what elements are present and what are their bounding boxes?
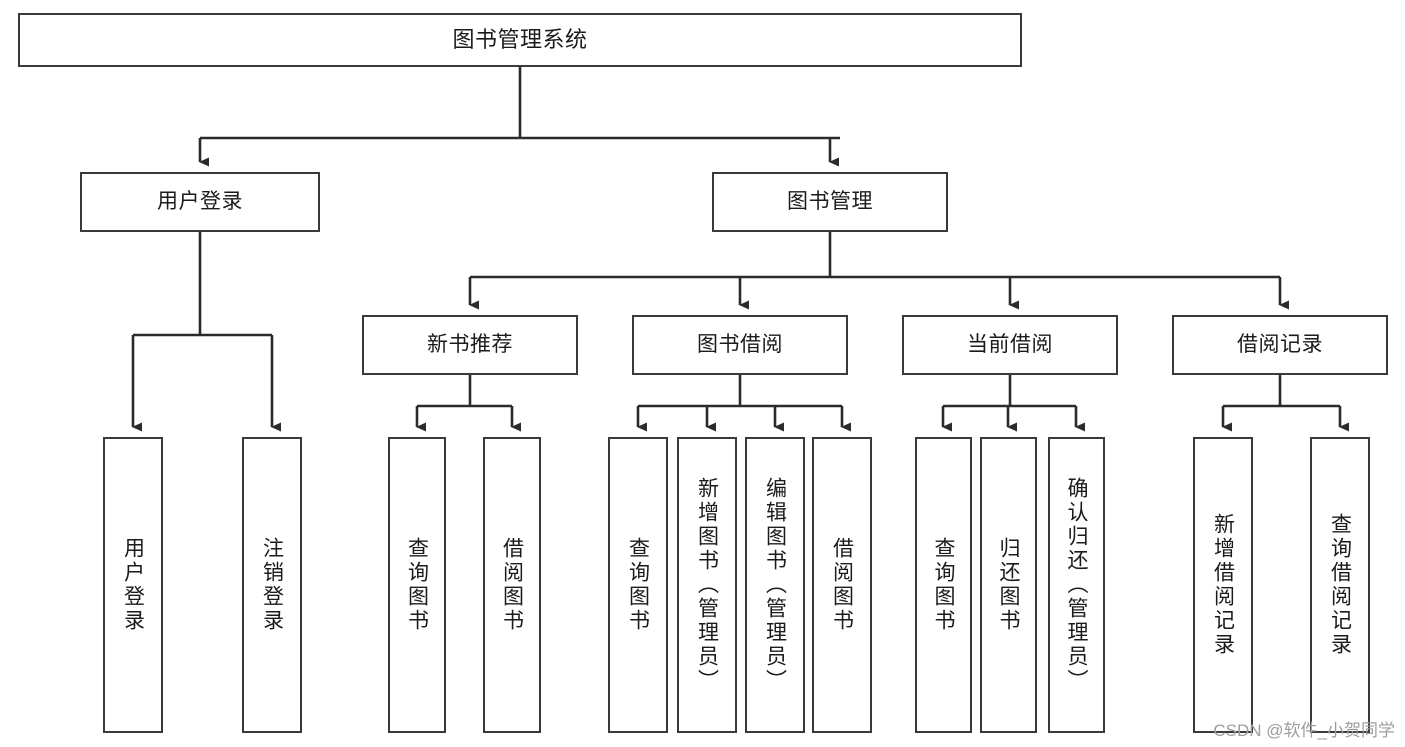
node-leaf-user-login[interactable]: 用户登录 — [103, 437, 163, 733]
node-leaf-add-borrow-record-label: 新增借阅记录 — [1211, 513, 1235, 657]
node-leaf-add-book-admin-label: 新增图书（管理员） — [695, 477, 719, 693]
node-leaf-query-book-3-label: 查询图书 — [932, 537, 956, 633]
edges-bookborrow-to-leaves — [636, 375, 851, 432]
edges-borrowrecord-to-leaves — [1221, 375, 1349, 432]
node-new-book-recommend-label: 新书推荐 — [427, 332, 513, 356]
node-user-login[interactable]: 用户登录 — [80, 172, 320, 232]
node-leaf-borrow-book-2[interactable]: 借阅图书 — [812, 437, 872, 733]
node-leaf-query-borrow-record-label: 查询借阅记录 — [1328, 513, 1352, 657]
node-book-borrow[interactable]: 图书借阅 — [632, 315, 848, 375]
node-leaf-query-book-2-label: 查询图书 — [626, 537, 650, 633]
node-leaf-confirm-return-admin[interactable]: 确认归还（管理员） — [1048, 437, 1105, 733]
node-leaf-confirm-return-admin-label: 确认归还（管理员） — [1065, 477, 1089, 693]
edges-currentborrow-to-leaves — [941, 375, 1085, 432]
node-leaf-borrow-book-1[interactable]: 借阅图书 — [483, 437, 541, 733]
node-leaf-query-book-1[interactable]: 查询图书 — [388, 437, 446, 733]
edges-bookmanage-to-level3 — [468, 232, 1289, 310]
node-leaf-query-book-1-label: 查询图书 — [405, 537, 429, 633]
node-current-borrow[interactable]: 当前借阅 — [902, 315, 1118, 375]
node-book-manage[interactable]: 图书管理 — [712, 172, 948, 232]
node-book-manage-label: 图书管理 — [787, 189, 873, 213]
node-borrow-record[interactable]: 借阅记录 — [1172, 315, 1388, 375]
node-borrow-record-label: 借阅记录 — [1237, 332, 1323, 356]
edges-userlogin-to-leaves — [131, 232, 281, 432]
node-leaf-return-book-label: 归还图书 — [997, 537, 1021, 633]
node-leaf-edit-book-admin-label: 编辑图书（管理员） — [763, 477, 787, 693]
node-leaf-edit-book-admin[interactable]: 编辑图书（管理员） — [745, 437, 805, 733]
node-new-book-recommend[interactable]: 新书推荐 — [362, 315, 578, 375]
node-leaf-logout-login[interactable]: 注销登录 — [242, 437, 302, 733]
node-current-borrow-label: 当前借阅 — [967, 332, 1053, 356]
node-leaf-query-book-3[interactable]: 查询图书 — [915, 437, 972, 733]
node-leaf-borrow-book-2-label: 借阅图书 — [830, 537, 854, 633]
node-leaf-return-book[interactable]: 归还图书 — [980, 437, 1037, 733]
node-leaf-user-login-label: 用户登录 — [121, 537, 145, 633]
watermark-text: CSDN @软件_小贺同学 — [1213, 721, 1395, 740]
node-leaf-borrow-book-1-label: 借阅图书 — [500, 537, 524, 633]
node-leaf-query-borrow-record[interactable]: 查询借阅记录 — [1310, 437, 1370, 733]
node-user-login-label: 用户登录 — [157, 189, 243, 213]
node-leaf-logout-login-label: 注销登录 — [260, 537, 284, 633]
node-leaf-add-book-admin[interactable]: 新增图书（管理员） — [677, 437, 737, 733]
edges-root-to-level2 — [198, 67, 840, 167]
node-root-system[interactable]: 图书管理系统 — [18, 13, 1022, 67]
node-root-label: 图书管理系统 — [452, 27, 588, 53]
edges-newbook-to-leaves — [415, 375, 521, 432]
node-leaf-query-book-2[interactable]: 查询图书 — [608, 437, 668, 733]
node-book-borrow-label: 图书借阅 — [697, 332, 783, 356]
node-leaf-add-borrow-record[interactable]: 新增借阅记录 — [1193, 437, 1253, 733]
